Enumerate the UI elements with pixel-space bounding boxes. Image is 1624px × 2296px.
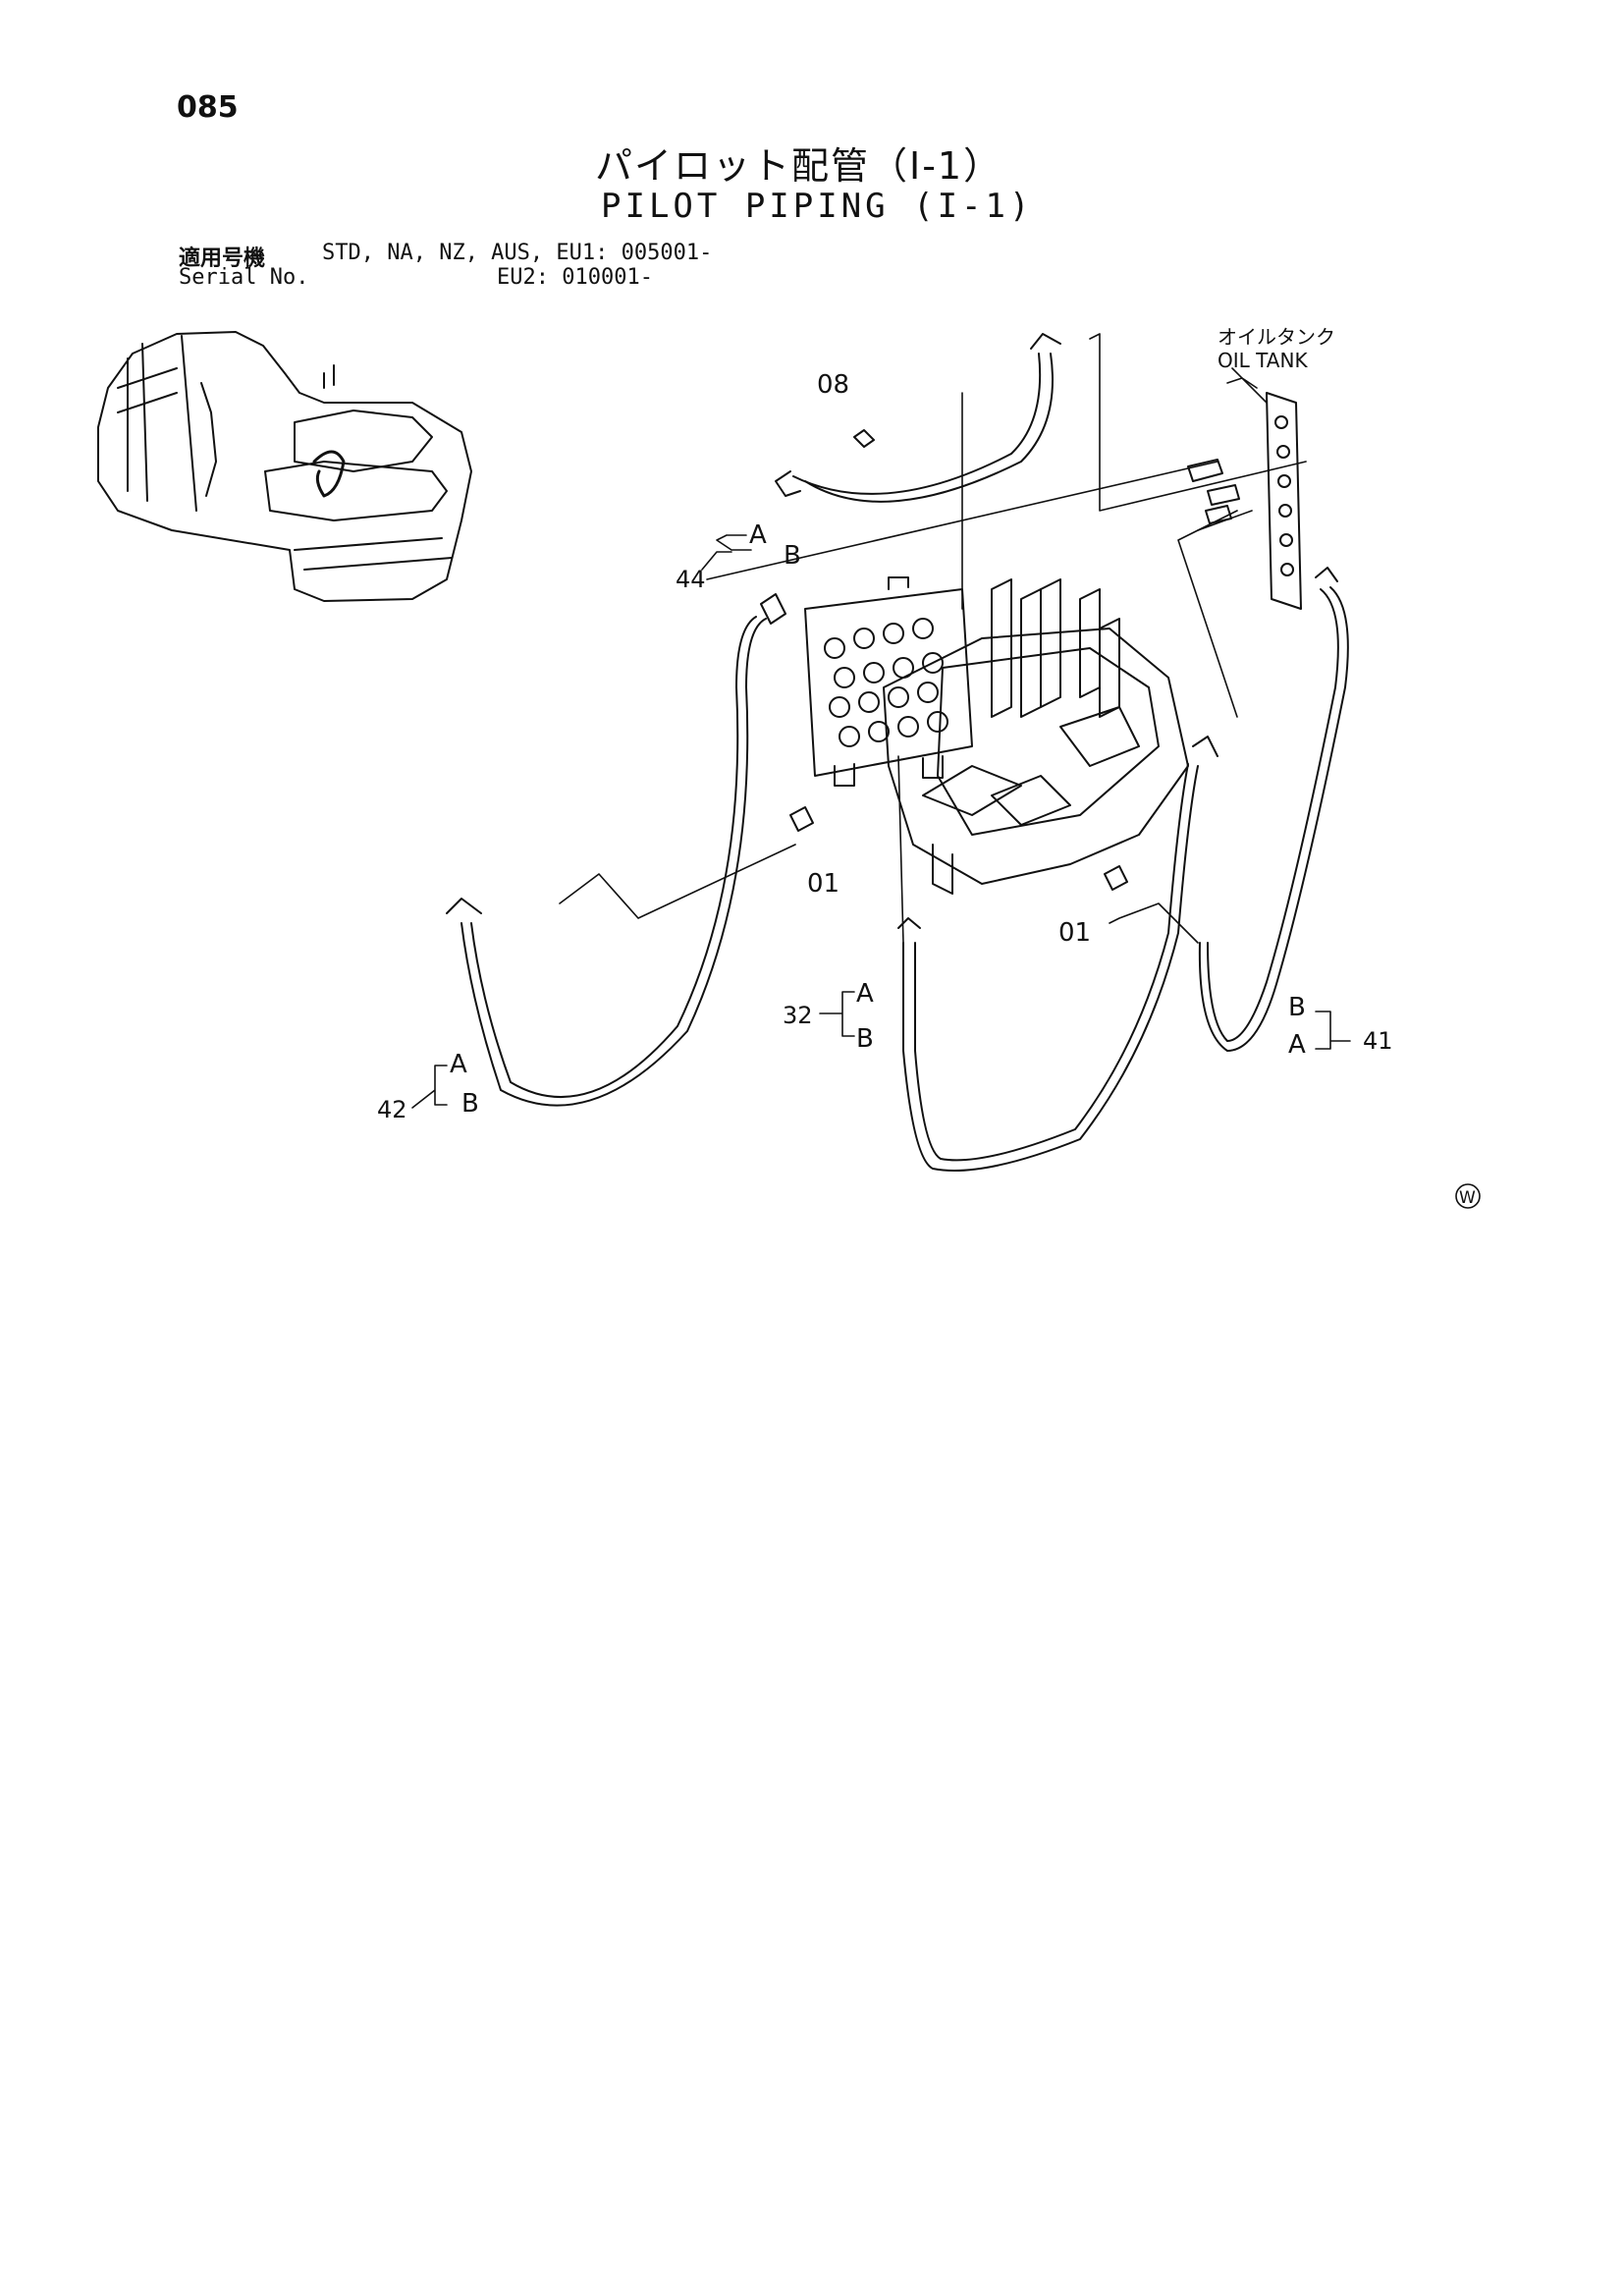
page-title-jp: パイロット配管（Ⅰ-1）: [595, 144, 1003, 188]
part-44-end-a: A: [749, 520, 767, 550]
bracket-42: [411, 1065, 448, 1109]
hose-41: [1198, 567, 1349, 1052]
hose-08: [775, 333, 1061, 503]
oil-tank-label-jp: オイルタンク: [1218, 325, 1335, 349]
part-label-01-right: 01: [1058, 918, 1091, 948]
serial-range-1: STD, NA, NZ, AUS, EU1: 005001-: [322, 241, 713, 265]
hose-32: [897, 736, 1218, 1172]
part-42-end-a: A: [450, 1050, 467, 1079]
fitting-01-right: [1104, 865, 1128, 891]
bracket-41: [1315, 1011, 1351, 1050]
part-41-end-b: B: [1288, 993, 1306, 1022]
pilot-manifold: [804, 576, 973, 787]
oil-tank-port-bar: [1187, 392, 1302, 610]
bracket-44: [701, 534, 752, 571]
w-mark: W: [1455, 1183, 1481, 1209]
page-number: 085: [177, 90, 239, 125]
part-42-end-b: B: [461, 1089, 479, 1119]
hose-42: [446, 593, 786, 1107]
oil-tank-label-en: OIL TANK: [1218, 349, 1308, 372]
page-title-en: PILOT PIPING (I-1): [601, 187, 1034, 226]
part-label-01-left: 01: [807, 869, 839, 899]
part-32-end-a: A: [856, 979, 874, 1009]
oil-tank-leader: [1231, 367, 1268, 404]
serial-label-en: Serial No.: [179, 265, 309, 290]
part-41-end-a: A: [1288, 1030, 1306, 1060]
part-label-32: 32: [783, 1002, 813, 1029]
part-44-end-b: B: [784, 541, 801, 571]
serial-label-jp: 適用号機: [179, 246, 266, 271]
control-valve: [883, 578, 1189, 895]
w-mark-letter: W: [1459, 1188, 1476, 1208]
leader-lines: [559, 333, 1307, 944]
serial-range-2: EU2: 010001-: [497, 265, 653, 290]
bracket-32: [819, 991, 855, 1037]
part-label-42: 42: [377, 1096, 407, 1123]
part-label-41: 41: [1363, 1027, 1393, 1055]
excavator-thumbnail: [97, 331, 472, 602]
fitting-01-left: [789, 806, 814, 832]
part-32-end-b: B: [856, 1024, 874, 1054]
part-label-44: 44: [676, 566, 706, 593]
part-label-08: 08: [817, 370, 849, 400]
